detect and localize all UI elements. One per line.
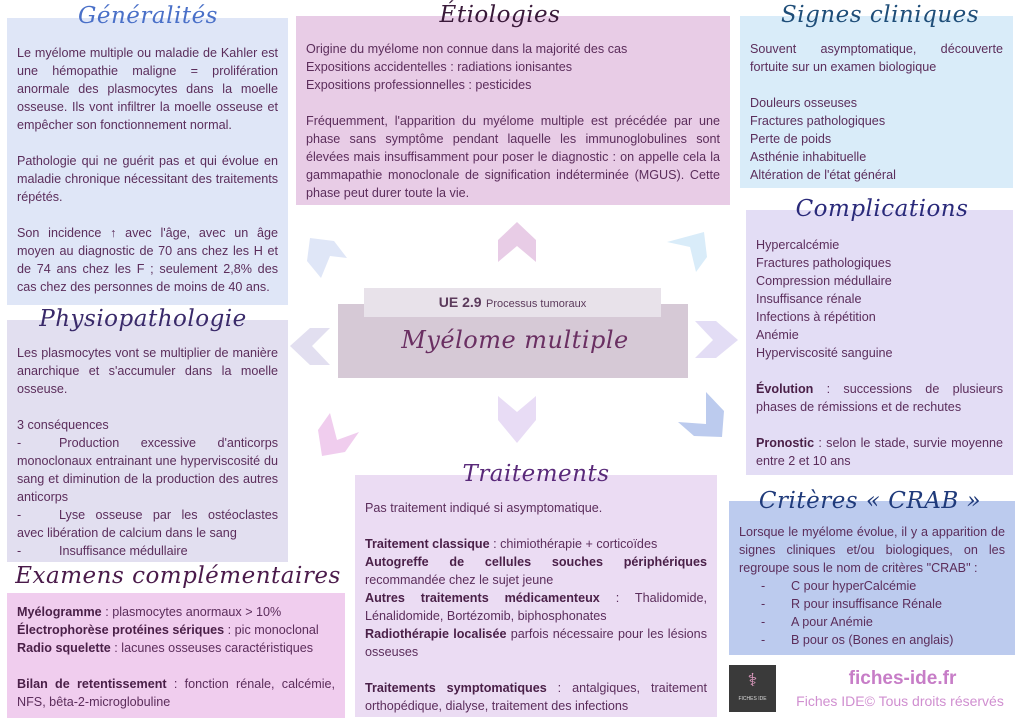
arrow-down-icon <box>498 396 536 443</box>
etiologies-line: Expositions accidentelles : radiations i… <box>306 60 573 74</box>
physio-section: Les plasmocytes vont se multiplier de ma… <box>7 320 288 562</box>
etiologies-section: Origine du myélome non connue dans la ma… <box>296 16 730 205</box>
complications-item: Fractures pathologiques <box>756 256 892 270</box>
generalites-title: Généralités <box>78 3 218 29</box>
crab-intro: Lorsque le myélome évolue, il y a appari… <box>739 525 1005 575</box>
ue-banner: UE 2.9 Processus tumoraux <box>364 288 661 317</box>
complications-item: Insuffisance rénale <box>756 292 862 306</box>
traitements-section: Pas traitement indiqué si asymptomatique… <box>355 475 717 717</box>
signes-item: Fractures pathologiques <box>750 114 886 128</box>
page-title: Myélome multiple <box>401 326 629 354</box>
fiches-ide-logo: ⚕ FICHES IDE <box>729 665 776 712</box>
physio-consequences-title: 3 conséquences <box>17 418 109 432</box>
copyright: Fiches IDE© Tous droits réservés <box>796 693 1004 709</box>
arrow-up-icon <box>498 222 536 262</box>
physio-item: -Insuffisance médullaire <box>17 544 188 558</box>
examens-bilan: Bilan de retentissement : fonction rénal… <box>17 677 335 709</box>
complications-item: Compression médullaire <box>756 274 892 288</box>
arrow-right-icon <box>695 321 738 358</box>
crab-item: -R pour insuffisance Rénale <box>761 597 942 611</box>
crab-item: -B pour os (Bones en anglais) <box>761 633 954 647</box>
ue-subtitle: Processus tumoraux <box>486 298 587 310</box>
pronostic-text: Pronostic : selon le stade, survie moyen… <box>756 436 1003 468</box>
examens-item: Électrophorèse protéines sériques : pic … <box>17 623 319 637</box>
crab-item: -A pour Anémie <box>761 615 873 629</box>
examens-title: Examens complémentaires <box>15 563 341 589</box>
generalites-paragraph: Pathologie qui ne guérit pas et qui évol… <box>17 154 278 204</box>
generalites-section: Le myélome multiple ou maladie de Kahler… <box>7 18 288 305</box>
etiologies-paragraph: Fréquemment, l'apparition du myélome mul… <box>306 114 720 200</box>
traitements-title: Traitements <box>462 461 610 487</box>
complications-section: Hypercalcémie Fractures pathologiques Co… <box>746 210 1013 475</box>
traitements-symptomatiques: Traitements symptomatiques : antalgiques… <box>365 681 707 713</box>
evolution-text: Évolution : successions de plusieurs pha… <box>756 382 1003 414</box>
complications-item: Infections à répétition <box>756 310 876 324</box>
traitements-item: Autogreffe de cellules souches périphéri… <box>365 555 707 587</box>
signes-item: Asthénie inhabituelle <box>750 150 867 164</box>
examens-item: Radio squelette : lacunes osseuses carac… <box>17 641 314 655</box>
physio-item: -Lyse osseuse par les ostéoclastes avec … <box>17 508 278 540</box>
complications-title: Complications <box>795 196 969 222</box>
examens-section: Myélogramme : plasmocytes anormaux > 10%… <box>7 593 345 718</box>
traitements-item: Radiothérapie localisée parfois nécessai… <box>365 627 707 659</box>
traitements-item: Traitement classique : chimiothérapie + … <box>365 537 658 551</box>
crab-item: -C pour hyperCalcémie <box>761 579 917 593</box>
traitements-intro: Pas traitement indiqué si asymptomatique… <box>365 501 603 515</box>
ue-code: UE 2.9 <box>438 294 482 310</box>
crab-title: Critères « CRAB » <box>758 488 982 514</box>
arrow-down-right-icon <box>678 392 724 437</box>
crab-section: Lorsque le myélome évolue, il y a appari… <box>729 501 1015 655</box>
arrow-up-right-icon <box>667 232 707 272</box>
signes-section: Souvent asymptomatique, découverte fortu… <box>740 16 1013 188</box>
physio-intro: Les plasmocytes vont se multiplier de ma… <box>17 346 278 396</box>
signes-item: Douleurs osseuses <box>750 96 858 110</box>
complications-item: Hypercalcémie <box>756 238 840 252</box>
etiologies-title: Étiologies <box>439 2 561 28</box>
etiologies-line: Expositions professionnelles : pesticide… <box>306 78 532 92</box>
signes-title: Signes cliniques <box>780 2 980 28</box>
examens-item: Myélogramme : plasmocytes anormaux > 10% <box>17 605 282 619</box>
physio-item: -Production excessive d'anticorps monocl… <box>17 436 278 504</box>
site-link[interactable]: fiches-ide.fr <box>848 668 957 689</box>
complications-item: Anémie <box>756 328 799 342</box>
arrow-up-left-icon <box>307 238 347 278</box>
arrow-left-icon <box>290 328 330 365</box>
etiologies-line: Origine du myélome non connue dans la ma… <box>306 42 628 56</box>
caduceus-icon: ⚕ <box>747 670 758 690</box>
signes-intro: Souvent asymptomatique, découverte fortu… <box>750 42 1003 74</box>
complications-item: Hyperviscosité sanguine <box>756 346 893 360</box>
arrow-down-left-icon <box>318 413 359 456</box>
signes-item: Perte de poids <box>750 132 832 146</box>
signes-item: Altération de l'état général <box>750 168 896 182</box>
traitements-item: Autres traitements médicamenteux : Thali… <box>365 591 707 623</box>
physio-title: Physiopathologie <box>39 306 247 332</box>
generalites-paragraph: Son incidence ↑ avec l'âge, avec un âge … <box>17 226 278 294</box>
generalites-paragraph: Le myélome multiple ou maladie de Kahler… <box>17 46 278 132</box>
